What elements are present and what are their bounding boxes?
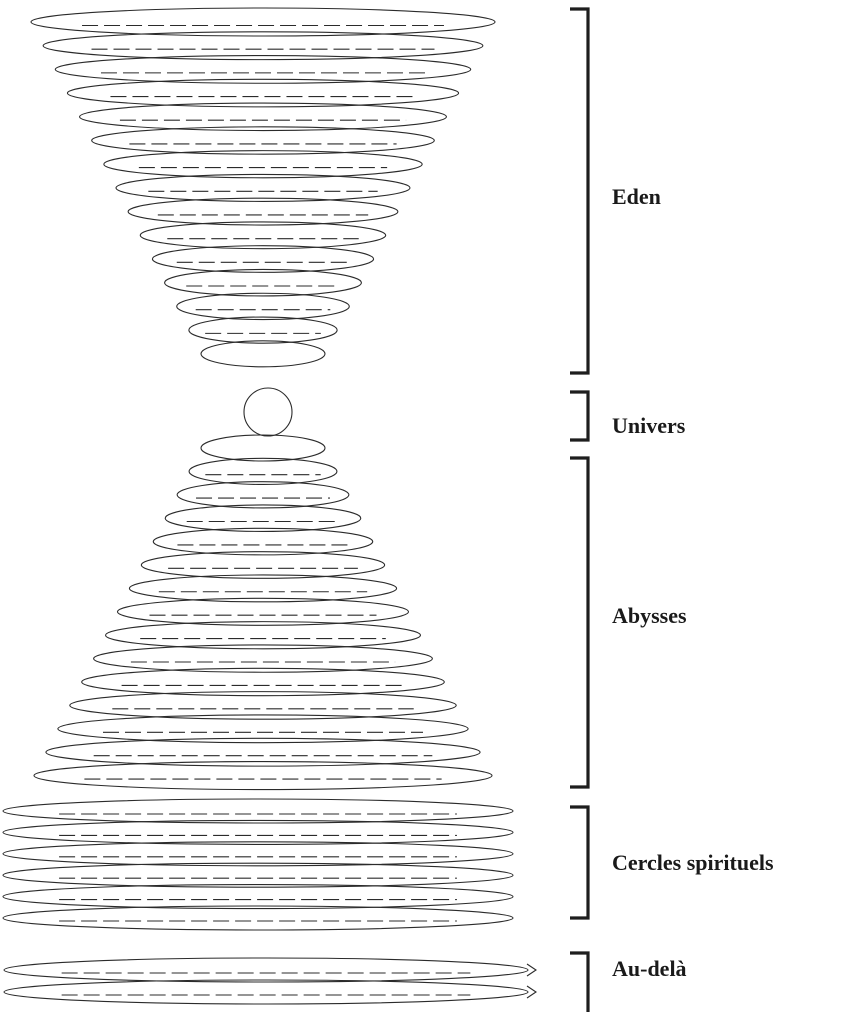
ring-eden-14 [188, 316, 338, 344]
ring-eden-9 [127, 197, 399, 226]
ring-outline [151, 245, 375, 273]
ring-outline [3, 979, 529, 1005]
bracket-eden [570, 7, 590, 375]
label-cercles-spirituels: Cercles spirituels [612, 850, 774, 875]
ring-cercles-4 [2, 862, 514, 888]
ring-au-dela-2 [3, 979, 537, 1005]
ring-outline [164, 504, 362, 532]
ring-cercles-1 [2, 798, 514, 824]
ring-outline [127, 197, 399, 226]
ring-outline [54, 54, 472, 84]
ring-eden-7 [103, 150, 423, 179]
ring-outline [115, 173, 411, 202]
ring-outline [152, 527, 374, 556]
ring-abysses-10 [93, 644, 433, 673]
ring-eden-15 [200, 340, 326, 368]
ring-outline [188, 457, 338, 486]
bracket-abysses [570, 456, 590, 789]
ring-abysses-3 [176, 481, 350, 509]
ring-outline [57, 714, 469, 744]
ring-outline [93, 644, 433, 673]
label-abysses: Abysses [612, 603, 687, 628]
ring-abysses-8 [116, 597, 410, 626]
ring-outline [79, 102, 447, 132]
ring-outline [103, 150, 423, 179]
ring-abysses-1 [200, 434, 326, 462]
ring-cercles-5 [2, 884, 514, 910]
ring-abysses-2 [188, 457, 338, 486]
ring-outline [128, 574, 398, 603]
ring-cercles-6 [2, 905, 514, 931]
ring-outline [2, 798, 514, 824]
ring-abysses-13 [57, 714, 469, 744]
ring-outline [2, 841, 514, 867]
ring-outline [2, 905, 514, 931]
ring-outline [30, 7, 496, 37]
label-au-dela: Au-delà [612, 956, 687, 981]
ring-outline [91, 126, 435, 155]
ring-outline [42, 31, 484, 61]
ring-eden-10 [139, 221, 387, 250]
brackets-group [570, 7, 590, 1012]
label-eden: Eden [612, 184, 661, 209]
ring-outline [2, 884, 514, 910]
ring-outline [176, 481, 350, 509]
ring-outline [176, 292, 350, 321]
ring-abysses-6 [140, 551, 386, 579]
ring-cercles-2 [2, 819, 514, 845]
ring-outline [164, 268, 362, 297]
ring-eden-8 [115, 173, 411, 202]
labels-group: Eden Univers Abysses Cercles spirituels … [612, 184, 774, 981]
ring-cercles-3 [2, 841, 514, 867]
ring-outline [200, 340, 326, 368]
ring-outline [45, 737, 481, 767]
rings-group [2, 7, 537, 1005]
ring-eden-12 [164, 268, 362, 297]
ring-eden-4 [66, 78, 460, 108]
ring-outline [69, 691, 457, 720]
ring-eden-6 [91, 126, 435, 155]
ring-outline [2, 862, 514, 888]
ring-outline [66, 78, 460, 108]
bracket-univers [570, 390, 590, 442]
ring-eden-13 [176, 292, 350, 321]
ring-au-dela-1 [3, 957, 537, 983]
ring-abysses-5 [152, 527, 374, 556]
ring-eden-1 [30, 7, 496, 37]
bracket-cercles [570, 805, 590, 920]
ring-abysses-9 [105, 621, 421, 650]
ring-outline [139, 221, 387, 250]
ring-eden-3 [54, 54, 472, 84]
ring-eden-11 [151, 245, 375, 273]
ring-arrow-tip [526, 963, 537, 977]
ring-outline [3, 957, 529, 983]
ring-outline [140, 551, 386, 579]
ring-outline [81, 667, 445, 697]
ring-outline [188, 316, 338, 344]
ring-outline [33, 761, 493, 791]
ring-eden-2 [42, 31, 484, 61]
ring-abysses-11 [81, 667, 445, 697]
ring-abysses-15 [33, 761, 493, 791]
ring-outline [200, 434, 326, 462]
ring-abysses-14 [45, 737, 481, 767]
ring-outline [116, 597, 410, 626]
bracket-au-dela [570, 951, 590, 1012]
univers-circle [243, 387, 293, 437]
ring-abysses-4 [164, 504, 362, 532]
ring-abysses-12 [69, 691, 457, 720]
label-univers: Univers [612, 413, 686, 438]
ring-eden-5 [79, 102, 447, 132]
ring-outline [2, 819, 514, 845]
ring-arrow-tip [526, 985, 537, 999]
ring-abysses-7 [128, 574, 398, 603]
ring-outline [105, 621, 421, 650]
